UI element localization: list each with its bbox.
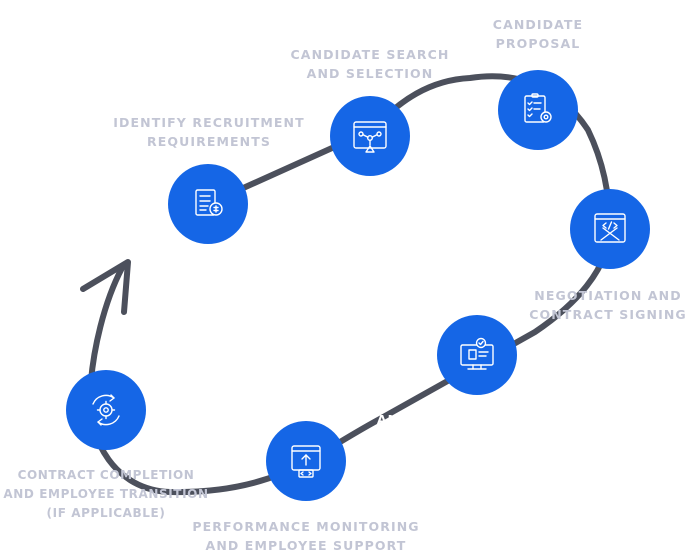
step-label-line: AN bbox=[376, 412, 400, 427]
monitor-badge-icon bbox=[460, 337, 494, 370]
step-label-monitoring: PERFORMANCE MONITORING AND EMPLOYEE SUPP… bbox=[180, 517, 432, 555]
step-node-onboarding[interactable] bbox=[437, 315, 517, 395]
step-label-line: AND EMPLOYEE TRANSITION bbox=[3, 487, 209, 501]
step-label-line: REQUIREMENTS bbox=[147, 134, 271, 149]
step-label-line: AND EMPLOYEE SUPPORT bbox=[205, 538, 407, 553]
step-label-line: CONTRACT SIGNING bbox=[529, 307, 687, 322]
step-label-line: PERFORMANCE MONITORING bbox=[192, 519, 420, 534]
step-label-line: AND SELECTION bbox=[306, 66, 434, 81]
step-label-identify: IDENTIFY RECRUITMENT REQUIREMENTS bbox=[96, 113, 322, 151]
network-search-icon bbox=[353, 121, 387, 153]
step-label-line: PROPOSAL bbox=[495, 36, 581, 51]
step-node-identify[interactable] bbox=[168, 164, 248, 244]
code-upload-icon bbox=[291, 445, 321, 478]
step-node-negotiation[interactable] bbox=[570, 189, 650, 269]
step-label-line: CANDIDATE SEARCH bbox=[290, 47, 450, 62]
code-tools-icon bbox=[594, 213, 626, 243]
step-label-line: NEGOTIATION AND bbox=[534, 288, 682, 303]
checklist-gear-icon bbox=[524, 93, 552, 123]
step-label-completion: CONTRACT COMPLETION AND EMPLOYEE TRANSIT… bbox=[0, 466, 212, 523]
step-node-monitoring[interactable] bbox=[266, 421, 346, 501]
step-label-search: CANDIDATE SEARCH AND SELECTION bbox=[258, 45, 482, 83]
step-node-proposal[interactable] bbox=[498, 70, 578, 150]
document-money-icon bbox=[195, 189, 223, 216]
step-label-line: (IF APPLICABLE) bbox=[46, 506, 166, 520]
step-label-line: CANDIDATE bbox=[492, 17, 584, 32]
step-label-line: IDENTIFY RECRUITMENT bbox=[113, 115, 305, 130]
step-label-line: CONTRACT COMPLETION bbox=[17, 468, 195, 482]
step-node-completion[interactable] bbox=[66, 370, 146, 450]
step-node-search[interactable] bbox=[330, 96, 410, 176]
step-label-proposal: CANDIDATE PROPOSAL bbox=[458, 15, 618, 53]
step-label-negotiation: NEGOTIATION AND CONTRACT SIGNING bbox=[524, 286, 692, 324]
gear-cycle-icon bbox=[92, 394, 120, 426]
flow-arrowhead bbox=[80, 259, 131, 315]
step-label-onboarding: AN bbox=[368, 410, 408, 429]
